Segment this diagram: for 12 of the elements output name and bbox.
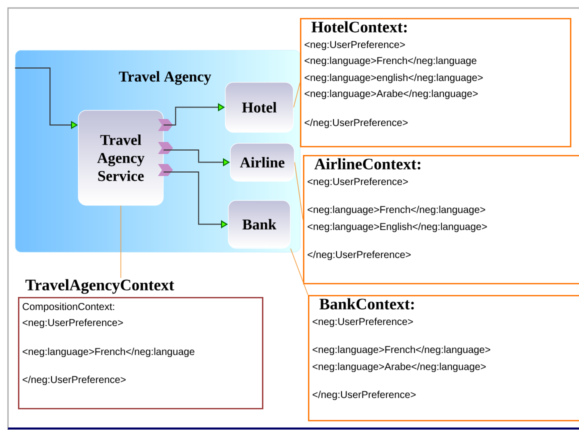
context-box: TravelAgencyContext CompositionContext: <neg:UserPreference> <neg:language>French</neg:language </neg:UserPreference> bbox=[18, 279, 264, 410]
service-box: Travel Agency Service bbox=[78, 110, 164, 206]
context-box: BankContext: <neg:UserPreference> <neg:language>French</neg:language> <neg:language>Arabe</neg:language> </neg:UserPreference> bbox=[308, 295, 579, 422]
context-box: AirlineContext: <neg:UserPreference> <neg:language>French</neg:language> <neg:language>English</neg:language> </neg:UserPreference> bbox=[303, 155, 579, 284]
service-box: Airline bbox=[230, 143, 295, 182]
context-box: HotelContext: <neg:UserPreference> <neg:language>French</neg:language <neg:language>english</neg:language> <neg:language>Arabe</neg:language> </neg:UserPreference> bbox=[300, 18, 572, 148]
leader-line bbox=[293, 82, 300, 108]
leader-line bbox=[120, 205, 122, 278]
service-box: Hotel bbox=[225, 82, 294, 133]
leader-line bbox=[290, 248, 308, 296]
node-label: TravelAgencyContext bbox=[25, 279, 174, 294]
service-box: Bank bbox=[228, 200, 291, 249]
